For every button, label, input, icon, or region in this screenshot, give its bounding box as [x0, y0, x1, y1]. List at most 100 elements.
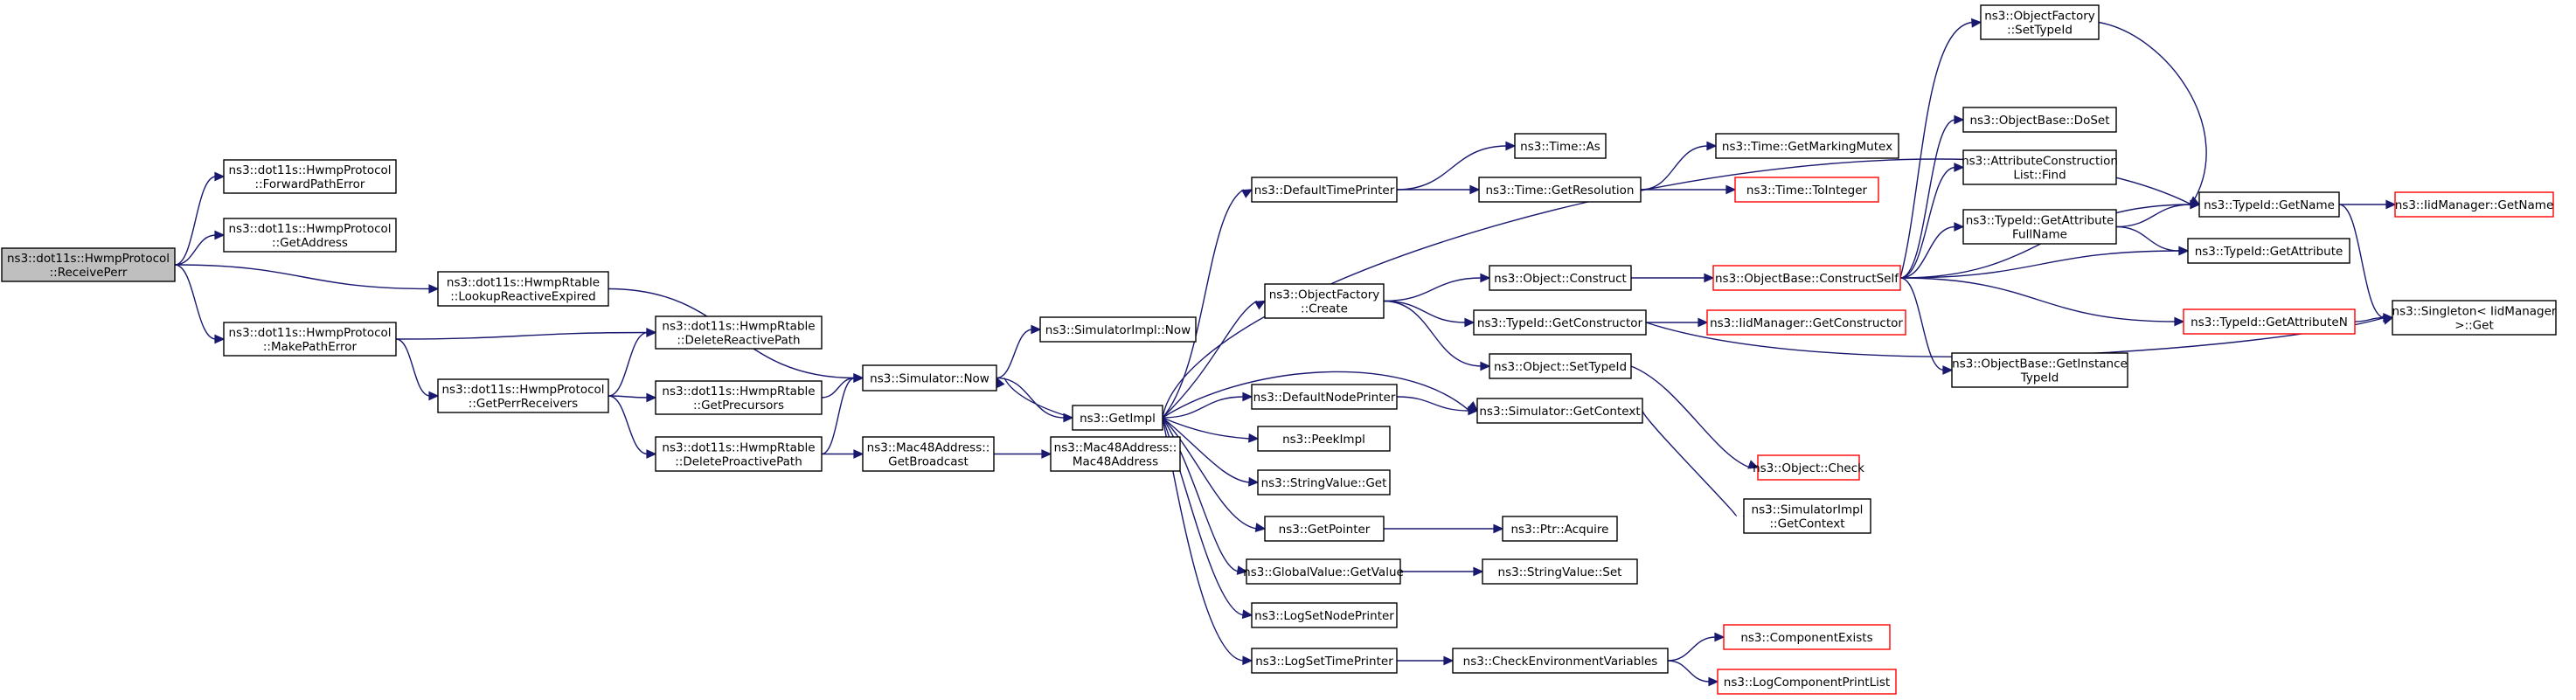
call-edge-ctorself-to-getattrn	[1899, 277, 2185, 327]
edge-line	[1899, 277, 2177, 322]
function-node-fwd[interactable]: ns3::dot11s::HwmpProtocol::ForwardPathEr…	[223, 159, 397, 194]
edge-arrowhead	[1747, 460, 1760, 469]
function-node-settypeid[interactable]: ns3::Object::SetTypeId	[1489, 353, 1632, 379]
node-box	[2392, 300, 2557, 336]
function-node-lookup[interactable]: ns3::dot11s::HwmpRtable::LookupReactiveE…	[437, 271, 609, 307]
node-label: ns3::Mac48Address::	[1054, 441, 1177, 455]
function-node-getname[interactable]: ns3::TypeId::GetName	[2198, 191, 2340, 218]
node-label: ns3::Ptr::Acquire	[1511, 523, 1609, 537]
function-node-ofsettypeid[interactable]: ns3::ObjectFactory::SetTypeId	[1980, 4, 2100, 40]
node-label: ::DeleteReactivePath	[677, 334, 800, 348]
function-node-getimpl[interactable]: ns3::GetImpl	[1072, 405, 1163, 431]
function-node-singleton[interactable]: ns3::Singleton< IidManager>::Get	[2392, 300, 2557, 336]
function-node-getptr[interactable]: ns3::GetPointer	[1264, 516, 1385, 542]
call-edge-ofcreate-to-settypeid	[1383, 300, 1491, 371]
edge-arrowhead	[214, 171, 226, 182]
function-node-makeerr[interactable]: ns3::dot11s::HwmpProtocol::MakePathError	[223, 322, 397, 357]
function-node-mac48[interactable]: ns3::Mac48Address::Mac48Address	[1050, 436, 1181, 472]
function-node-ofcreate[interactable]: ns3::ObjectFactory::Create	[1264, 283, 1385, 319]
function-node-checkenv[interactable]: ns3::CheckEnvironmentVariables	[1452, 648, 1669, 674]
node-box	[1712, 265, 1901, 291]
function-node-delproact[interactable]: ns3::dot11s::HwmpRtable::DeleteProactive…	[655, 436, 823, 472]
edge-line	[174, 264, 217, 340]
node-label: ns3::DefaultNodePrinter	[1253, 391, 1396, 405]
function-node-mutex[interactable]: ns3::Time::GetMarkingMutex	[1715, 133, 1899, 159]
edge-arrowhead	[1242, 655, 1253, 666]
node-label: ns3::SimulatorImpl::Now	[1045, 323, 1191, 337]
function-node-getattrn[interactable]: ns3::TypeId::GetAttributeN	[2183, 308, 2356, 335]
function-node-getctor[interactable]: ns3::TypeId::GetConstructor	[1473, 309, 1647, 336]
function-node-getres[interactable]: ns3::Time::GetResolution	[1478, 177, 1642, 203]
edge-arrowhead	[1254, 300, 1267, 310]
function-node-objcheck[interactable]: ns3::Object::Check	[1753, 454, 1864, 481]
node-label: ::GetAddress	[272, 236, 348, 250]
function-node-compexists[interactable]: ns3::ComponentExists	[1723, 624, 1891, 650]
edge-arrowhead	[1473, 566, 1484, 577]
call-edge-root-to-fwd	[174, 171, 226, 266]
function-node-dnp[interactable]: ns3::DefaultNodePrinter	[1251, 384, 1398, 410]
node-label: ns3::Object::Construct	[1494, 272, 1627, 286]
function-node-toint[interactable]: ns3::Time::ToInteger	[1734, 177, 1879, 203]
function-node-getbcast[interactable]: ns3::Mac48Address::GetBroadcast	[862, 436, 995, 472]
function-node-getaddr[interactable]: ns3::dot11s::HwmpProtocol::GetAddress	[223, 218, 397, 253]
edge-line	[1899, 277, 1945, 371]
function-node-doset[interactable]: ns3::ObjectBase::DoSet	[1962, 107, 2117, 133]
call-edge-getimpl-to-getptr	[1162, 417, 1267, 532]
function-node-getctx[interactable]: ns3::Simulator::GetContext	[1476, 398, 1643, 424]
edge-arrowhead	[1248, 476, 1260, 487]
node-label: ::MakePathError	[263, 340, 358, 354]
function-node-strget[interactable]: ns3::StringValue::Get	[1257, 469, 1391, 496]
node-label: ns3::Time::ToInteger	[1746, 184, 1868, 198]
node-label: ns3::IidManager::GetConstructor	[1710, 316, 1903, 330]
function-node-lstp[interactable]: ns3::LogSetTimePrinter	[1251, 648, 1398, 674]
call-edge-gvget-to-strset	[1400, 566, 1484, 577]
call-edge-perrrecv-to-precursors	[608, 392, 657, 403]
function-node-timeas[interactable]: ns3::Time::As	[1514, 133, 1607, 159]
call-edge-getattrn-to-singleton	[2354, 313, 2394, 322]
node-label: ns3::Singleton< IidManager	[2392, 305, 2557, 319]
node-label: ns3::Object::Check	[1753, 461, 1864, 475]
function-node-dtp[interactable]: ns3::DefaultTimePrinter	[1251, 177, 1398, 203]
function-node-perrrecv[interactable]: ns3::dot11s::HwmpProtocol::GetPerrReceiv…	[437, 378, 609, 413]
function-node-lsnp[interactable]: ns3::LogSetNodePrinter	[1251, 602, 1398, 628]
edge-line	[1003, 378, 1073, 419]
function-node-precursors[interactable]: ns3::dot11s::HwmpRtable::GetPrecursors	[655, 380, 823, 415]
function-node-delreact[interactable]: ns3::dot11s::HwmpRtable::DeleteReactiveP…	[655, 315, 823, 350]
function-node-gvget[interactable]: ns3::GlobalValue::GetValue	[1243, 558, 1404, 585]
node-label: TypeId	[2020, 371, 2059, 385]
edge-line	[174, 176, 217, 266]
function-node-iidname[interactable]: ns3::IidManager::GetName	[2394, 191, 2554, 218]
function-node-peek[interactable]: ns3::PeekImpl	[1257, 426, 1391, 452]
function-node-simnow[interactable]: ns3::Simulator::Now	[862, 364, 997, 392]
call-edge-checkenv-to-logcomp	[1667, 660, 1719, 687]
node-label: ns3::Mac48Address::	[867, 441, 990, 455]
edge-arrowhead	[2383, 313, 2394, 322]
node-box	[655, 436, 823, 472]
node-box	[1489, 265, 1632, 291]
node-box	[1050, 436, 1181, 472]
function-node-strset[interactable]: ns3::StringValue::Set	[1482, 558, 1638, 585]
node-label: ns3::DefaultTimePrinter	[1254, 184, 1395, 198]
call-edge-getctx-to-implctx	[1642, 410, 1754, 520]
node-label: ns3::ObjectFactory	[1269, 288, 1380, 302]
function-node-implnow[interactable]: ns3::SimulatorImpl::Now	[1039, 316, 1197, 343]
function-node-objconstruct[interactable]: ns3::Object::Construct	[1489, 265, 1632, 291]
function-node-iidctor[interactable]: ns3::IidManager::GetConstructor	[1706, 309, 1906, 336]
edge-line	[1899, 21, 1974, 279]
edge-line	[2338, 204, 2385, 319]
edge-line	[2115, 225, 2181, 252]
node-box	[655, 315, 823, 350]
edge-line	[821, 377, 856, 455]
edge-arrowhead	[1480, 361, 1491, 371]
node-box	[862, 436, 995, 472]
node-label: ns3::dot11s::HwmpRtable	[662, 320, 815, 334]
node-label: ns3::ObjectBase::ConstructSelf	[1715, 272, 1899, 286]
function-node-logcomp[interactable]: ns3::LogComponentPrintList	[1717, 669, 1897, 695]
function-node-ctorself[interactable]: ns3::ObjectBase::ConstructSelf	[1712, 265, 1901, 291]
function-node-getattr[interactable]: ns3::TypeId::GetAttribute	[2187, 238, 2350, 264]
function-node-implctx[interactable]: ns3::SimulatorImpl::GetContext	[1743, 498, 1871, 534]
function-node-ptracq[interactable]: ns3::Ptr::Acquire	[1502, 516, 1618, 542]
